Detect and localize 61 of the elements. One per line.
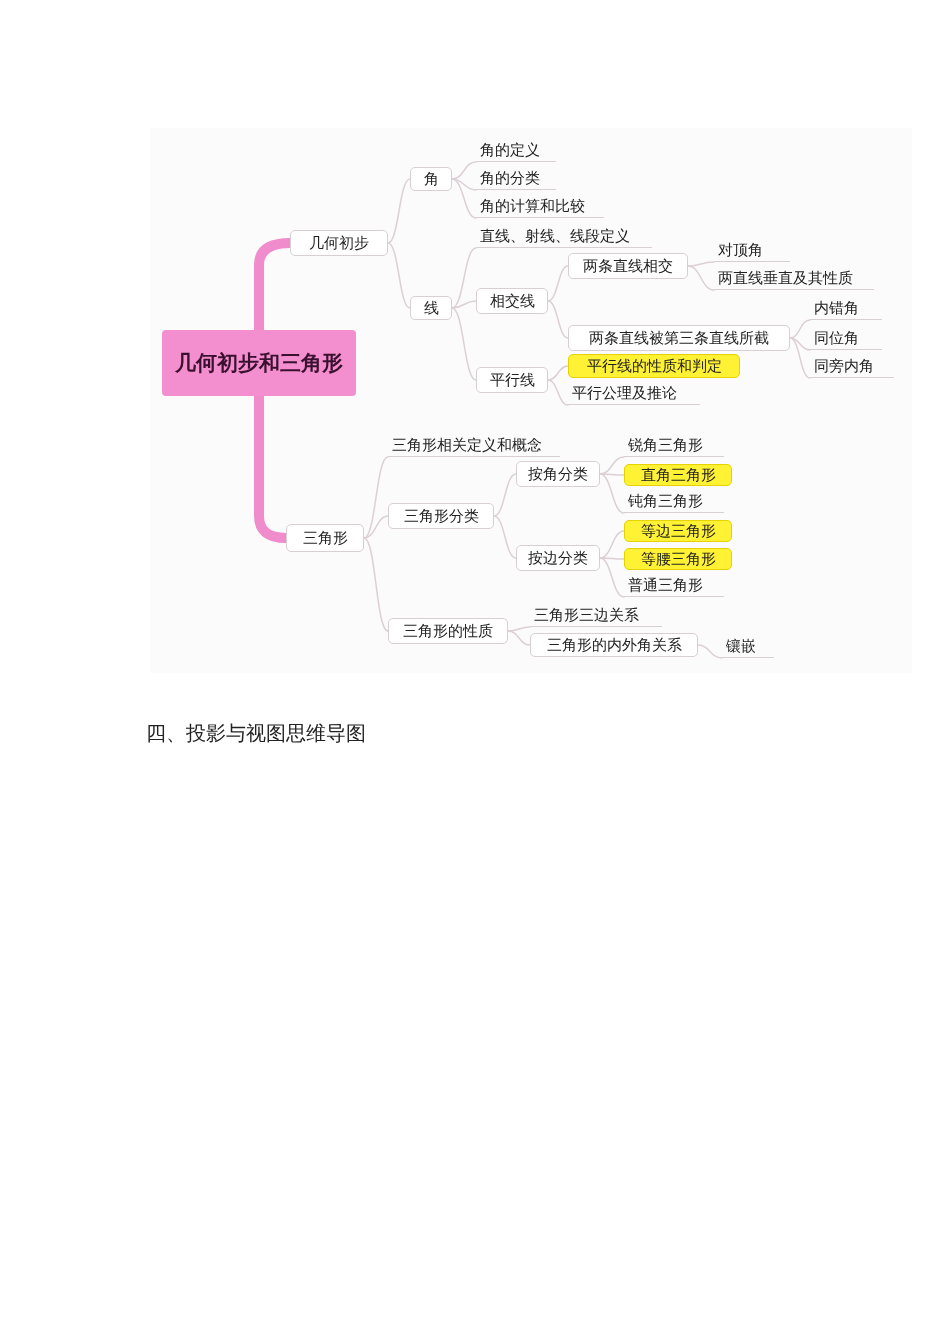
branch-line	[363, 515, 389, 539]
topic-box: 两条直线相交	[568, 253, 688, 279]
highlighted-topic-box: 等腰三角形	[624, 548, 732, 570]
topic-box: 三角形	[286, 524, 364, 552]
topic-box: 两条直线被第三条直线所截	[568, 325, 790, 351]
underlined-topic: 两直线垂直及其性质	[714, 268, 874, 290]
underlined-topic: 钝角三角形	[624, 491, 724, 513]
branch-line	[789, 337, 811, 379]
highlighted-topic-box: 等边三角形	[624, 520, 732, 542]
underlined-topic: 三角形相关定义和概念	[388, 435, 560, 457]
underlined-topic: 镶嵌	[722, 636, 774, 658]
section-heading: 四、投影与视图思维导图	[146, 720, 366, 747]
underlined-topic: 角的定义	[476, 140, 556, 162]
branch-line	[507, 626, 531, 632]
branch-line	[363, 456, 389, 539]
topic-box: 角	[410, 167, 452, 191]
topic-box: 按边分类	[516, 545, 600, 571]
underlined-topic: 直线、射线、线段定义	[476, 226, 652, 248]
underlined-topic: 角的计算和比较	[476, 196, 604, 218]
branch-line	[547, 265, 569, 302]
topic-box: 三角形的内外角关系	[530, 633, 698, 657]
branch-line	[451, 247, 477, 309]
branch-line	[451, 178, 477, 219]
branch-line	[687, 261, 715, 267]
branch-line	[599, 557, 625, 598]
underlined-topic: 平行公理及推论	[568, 383, 700, 405]
branch-line	[387, 178, 411, 244]
branch-line	[789, 319, 811, 339]
underlined-topic: 内错角	[810, 298, 882, 320]
topic-box: 线	[410, 296, 452, 320]
topic-box: 相交线	[476, 288, 548, 314]
highlighted-topic-box: 平行线的性质和判定	[568, 354, 740, 378]
branch-line	[599, 473, 625, 514]
topic-box: 三角形的性质	[388, 618, 508, 644]
branch-line	[493, 515, 517, 559]
underlined-topic: 三角形三边关系	[530, 605, 662, 627]
branch-line	[547, 365, 569, 381]
topic-box: 三角形分类	[388, 503, 494, 529]
central-topic-box: 几何初步和三角形	[162, 330, 356, 396]
branch-line	[697, 644, 723, 659]
branch-line	[547, 379, 569, 406]
topic-box: 按角分类	[516, 461, 600, 487]
topic-box: 平行线	[476, 367, 548, 393]
underlined-topic: 对顶角	[714, 240, 790, 262]
branch-line	[451, 161, 477, 180]
branch-line	[363, 537, 389, 632]
underlined-topic: 角的分类	[476, 168, 556, 190]
branch-line	[687, 265, 715, 291]
underlined-topic: 同旁内角	[810, 356, 894, 378]
branch-line	[507, 630, 531, 646]
branch-line	[547, 300, 569, 339]
underlined-topic: 锐角三角形	[624, 435, 724, 457]
topic-box: 几何初步	[290, 230, 388, 256]
branch-line	[493, 473, 517, 517]
highlighted-topic-box: 直角三角形	[624, 464, 732, 486]
branch-line	[451, 307, 477, 381]
underlined-topic: 同位角	[810, 328, 882, 350]
underlined-topic: 普通三角形	[624, 575, 724, 597]
branch-line	[789, 337, 811, 351]
branch-line	[451, 300, 477, 309]
branch-line	[387, 242, 411, 309]
